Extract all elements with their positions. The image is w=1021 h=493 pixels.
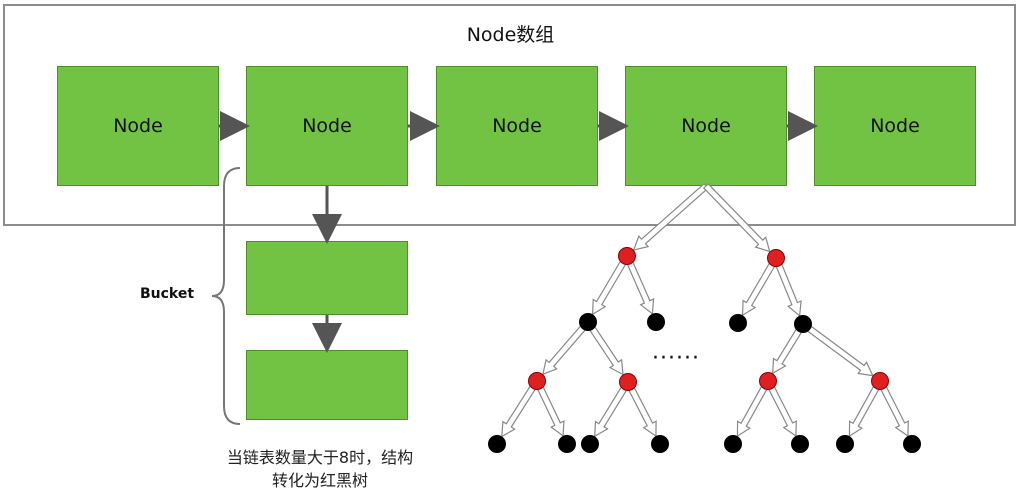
- ellipsis: ······: [652, 346, 700, 371]
- tree-node-black-l4: [651, 435, 669, 453]
- tree-node-red-r1: [618, 247, 636, 265]
- tree-nodes: [488, 247, 921, 453]
- tree-node-black-l1: [488, 435, 506, 453]
- bucket-brace: [211, 167, 241, 425]
- array-node-3: Node: [436, 66, 598, 186]
- tree-node-red-r2: [767, 249, 785, 267]
- note-line-1: 当链表数量大于8时，结构: [226, 448, 414, 467]
- tree-edge-3: [591, 253, 631, 316]
- tree-node-red-r3: [528, 372, 546, 390]
- tree-node-black-l8: [903, 435, 921, 453]
- tree-edge-2: [702, 183, 771, 253]
- tree-node-black-b4: [794, 315, 812, 333]
- tree-node-black-l2: [558, 435, 576, 453]
- tree-edge-7: [542, 319, 592, 376]
- conversion-note: 当链表数量大于8时，结构 转化为红黑树: [200, 446, 440, 492]
- tree-node-black-l3: [581, 435, 599, 453]
- array-node-4: Node: [625, 66, 787, 186]
- bucket-label: Bucket: [140, 286, 195, 302]
- note-line-2: 转化为红黑树: [271, 471, 368, 490]
- tree-node-black-l7: [836, 435, 854, 453]
- array-node-2: Node: [246, 66, 408, 186]
- tree-edges: [501, 182, 909, 438]
- bucket-node-2: [246, 350, 408, 420]
- array-title: Node数组: [466, 24, 555, 46]
- tree-node-black-b2: [647, 313, 665, 331]
- tree-node-red-r5: [759, 372, 777, 390]
- bucket-node-1: [246, 241, 408, 315]
- tree-node-black-l5: [724, 435, 742, 453]
- tree-node-black-b3: [729, 314, 747, 332]
- tree-edge-5: [741, 255, 780, 317]
- tree-node-red-r6: [871, 372, 889, 390]
- tree-edge-11: [501, 378, 541, 438]
- tree-node-red-r4: [619, 373, 637, 391]
- tree-edge-10: [800, 320, 874, 377]
- array-node-1: Node: [57, 66, 219, 186]
- tree-edge-1: [632, 182, 709, 251]
- array-node-5: Node: [814, 66, 976, 186]
- tree-node-black-b1: [579, 313, 597, 331]
- tree-node-black-l6: [791, 435, 809, 453]
